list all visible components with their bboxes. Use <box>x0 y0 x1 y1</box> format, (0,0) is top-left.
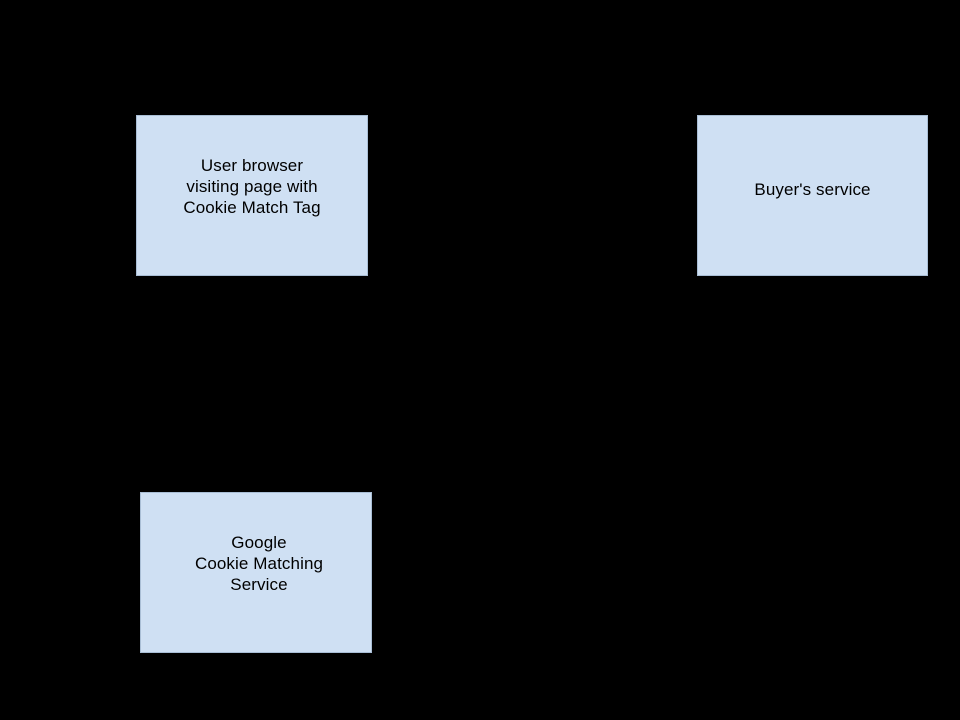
node-buyers-service-label: Buyer's service <box>754 180 871 199</box>
node-user-browser-label: User browser visiting page with Cookie M… <box>183 156 321 217</box>
node-user-browser[interactable]: User browser visiting page with Cookie M… <box>136 115 368 276</box>
node-google-cookie-matching-service[interactable]: Google Cookie Matching Service <box>140 492 372 653</box>
node-buyers-service[interactable]: Buyer's service <box>697 115 928 276</box>
node-google-cookie-matching-service-label: Google Cookie Matching Service <box>194 533 324 594</box>
